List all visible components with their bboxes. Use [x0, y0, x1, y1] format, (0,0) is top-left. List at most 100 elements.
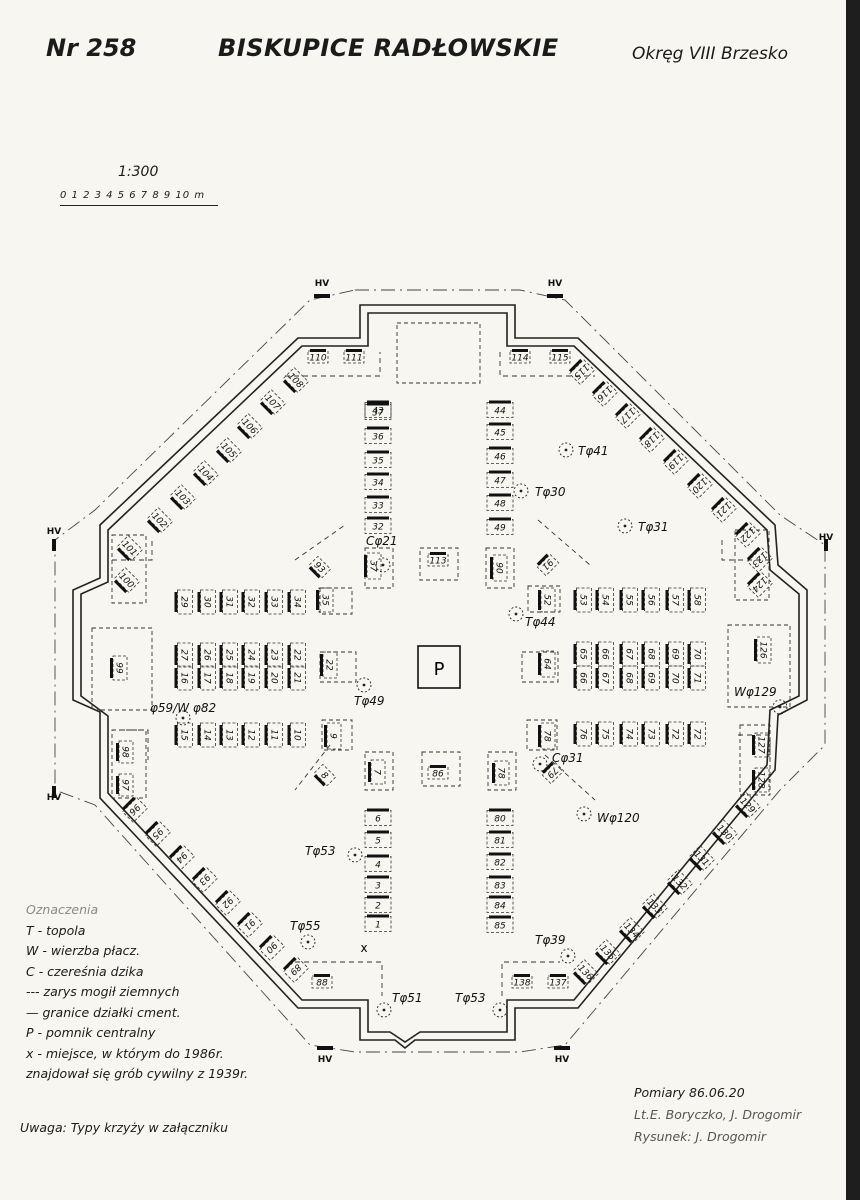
- legend-item-cherry: C - czereśnia dzika: [26, 963, 144, 979]
- cross-base: [430, 552, 446, 555]
- cross-base: [591, 380, 606, 395]
- grave-number: 54: [600, 594, 610, 606]
- grave-number: 32: [246, 596, 256, 608]
- grave-plot: 95: [144, 820, 171, 847]
- cross-base: [573, 590, 577, 610]
- grave-number: 117: [617, 405, 636, 424]
- grave-number: 56: [646, 594, 656, 606]
- tree-marker: Cφ21: [366, 534, 398, 573]
- grave-number: 17: [202, 672, 212, 684]
- grave-number: 10: [292, 729, 302, 741]
- grave-number: 55: [624, 594, 634, 606]
- grave-plot: 79: [541, 761, 565, 785]
- cross-base: [197, 725, 201, 745]
- tree-center: [382, 1008, 386, 1012]
- cross-base: [641, 668, 645, 688]
- grave-plot: 78: [538, 722, 556, 750]
- grave-plot: 133: [641, 893, 668, 920]
- cross-base: [110, 658, 113, 678]
- grave-number: 35: [372, 457, 384, 467]
- grave-plot: 75: [595, 721, 614, 747]
- cross-base: [320, 654, 323, 676]
- cross-base: [367, 516, 389, 520]
- grave-outline: [687, 473, 713, 499]
- grave-plot: 35: [364, 450, 392, 468]
- legend-item-monument: P - pomnik centralny: [26, 1025, 156, 1040]
- grave-plot: 45: [486, 422, 514, 440]
- grave-number: 81: [494, 837, 505, 847]
- grave-plot: 19: [241, 665, 260, 691]
- district-label: Okręg VIII Brzesko: [632, 44, 789, 64]
- tree-marker: Wφ120: [576, 806, 640, 825]
- grave-number: 106: [239, 417, 258, 436]
- cross-base: [490, 557, 493, 579]
- cross-base: [489, 808, 511, 812]
- grave-outline: [569, 359, 595, 385]
- grave-number: 13: [224, 729, 234, 741]
- grave-plot: 72: [687, 721, 706, 747]
- cross-base: [489, 446, 511, 450]
- grave-number: 76: [578, 728, 588, 740]
- cross-base: [367, 808, 389, 812]
- grave-number: 83: [494, 882, 506, 892]
- grave-plot: 9: [324, 722, 342, 750]
- cross-base: [241, 668, 245, 688]
- grave-plot: 1: [364, 914, 392, 932]
- hv-label: HV: [819, 533, 834, 543]
- cross-base: [489, 875, 511, 879]
- tree-center: [381, 563, 385, 567]
- grave-number: 102: [149, 511, 168, 530]
- grave-plot: 101: [116, 535, 143, 562]
- hv-mark: [317, 1046, 333, 1050]
- grave-plot: 134: [618, 917, 645, 944]
- grave-outline: [313, 763, 337, 787]
- grave-outline: [117, 535, 143, 561]
- tree-symbol: [300, 934, 316, 950]
- grave-number: 126: [758, 641, 768, 658]
- cross-base: [687, 590, 691, 610]
- grave-number: 86: [432, 770, 444, 780]
- cross-base: [752, 770, 755, 790]
- cross-base: [214, 889, 229, 904]
- grave-outline: [735, 792, 761, 818]
- grave-number: 72: [670, 728, 680, 740]
- cross-base: [241, 592, 245, 612]
- cross-base: [219, 645, 223, 665]
- tree-symbol: [532, 756, 548, 772]
- grave-plot: 5: [364, 830, 392, 848]
- grave-number: 21: [292, 672, 302, 683]
- tree-symbol: [376, 1002, 392, 1018]
- monument-label: P: [434, 659, 445, 680]
- tree-center: [582, 812, 586, 816]
- grave-plot: 94: [168, 844, 195, 871]
- cross-base: [489, 830, 511, 834]
- tree-marker: Tφ49: [354, 677, 385, 708]
- grave-number: 68: [646, 648, 656, 660]
- tree-marker: Tφ55: [290, 919, 321, 950]
- tree-marker: Wφ129: [734, 685, 788, 715]
- grave-plot: 20: [264, 665, 283, 691]
- grave-number: 103: [172, 488, 191, 507]
- grave-plot: 93: [308, 555, 332, 579]
- tree-marker: Tφ31: [617, 518, 669, 534]
- tree-center: [538, 762, 542, 766]
- grave-plot: 137: [547, 974, 569, 989]
- grave-plot: 103: [169, 484, 196, 511]
- tree-label: Wφ129: [734, 685, 777, 699]
- tree-marker: Tφ41: [558, 442, 609, 458]
- grave-plot: 65: [573, 641, 592, 667]
- cross-base: [538, 725, 541, 747]
- tree-center: [778, 705, 782, 709]
- grave-plot: 104: [192, 460, 219, 487]
- grave-number: 80: [494, 815, 506, 825]
- grave-number: 66: [578, 672, 588, 684]
- tree-marker: Tφ44: [508, 606, 556, 629]
- grave-plot: 136: [572, 959, 599, 986]
- cross-base: [316, 590, 319, 610]
- cross-base: [688, 857, 703, 872]
- grave-number: 105: [218, 441, 237, 460]
- sheet-number: Nr 258: [46, 34, 137, 62]
- grave-number: 3: [375, 882, 381, 892]
- tree-symbol: [617, 518, 633, 534]
- grave-plot: 49: [486, 517, 514, 535]
